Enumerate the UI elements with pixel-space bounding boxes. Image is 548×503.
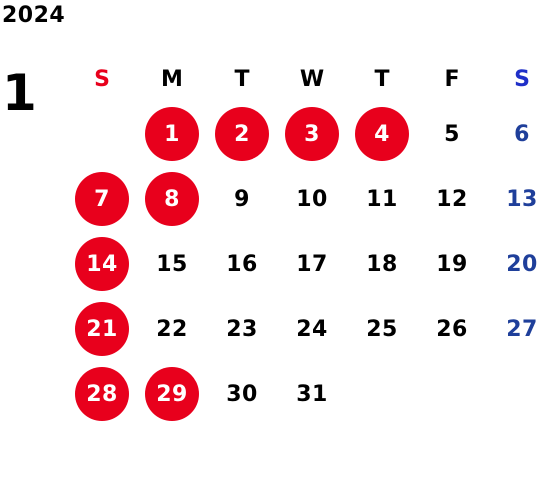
day-cell[interactable]: 27: [487, 297, 548, 361]
date-number: 17: [296, 251, 328, 277]
day-cell[interactable]: 15: [137, 232, 207, 296]
day-cell[interactable]: 12: [417, 167, 487, 231]
holiday-date: 21: [75, 302, 129, 356]
day-cell[interactable]: 31: [277, 362, 347, 426]
day-cell[interactable]: 22: [137, 297, 207, 361]
date-number: 23: [226, 316, 258, 342]
day-cell[interactable]: 28: [67, 362, 137, 426]
holiday-date: 1: [145, 107, 199, 161]
weekday-header: F: [444, 67, 460, 92]
holiday-date: 7: [75, 172, 129, 226]
day-cell[interactable]: 10: [277, 167, 347, 231]
date-number: 26: [436, 316, 468, 342]
holiday-date: 4: [355, 107, 409, 161]
weekday-header: S: [94, 67, 110, 92]
day-cell[interactable]: 24: [277, 297, 347, 361]
weekday-header: S: [514, 67, 530, 92]
date-number: 5: [444, 121, 460, 147]
date-number: 22: [156, 316, 188, 342]
day-cell[interactable]: 30: [207, 362, 277, 426]
date-number: 19: [436, 251, 468, 277]
date-number: 31: [296, 381, 328, 407]
weekday-header: M: [161, 67, 183, 92]
day-cell[interactable]: 4: [347, 102, 417, 166]
holiday-date: 2: [215, 107, 269, 161]
day-cell[interactable]: 13: [487, 167, 548, 231]
year-title: 2024: [2, 3, 66, 28]
date-number: 9: [234, 186, 250, 212]
day-cell[interactable]: 2: [207, 102, 277, 166]
date-number: 20: [506, 251, 538, 277]
date-number: 27: [506, 316, 538, 342]
day-cell[interactable]: 1: [137, 102, 207, 166]
day-cell[interactable]: 17: [277, 232, 347, 296]
date-number: 16: [226, 251, 258, 277]
date-number: 30: [226, 381, 258, 407]
day-cell[interactable]: 25: [347, 297, 417, 361]
date-number: 13: [506, 186, 538, 212]
day-cell[interactable]: 23: [207, 297, 277, 361]
day-cell[interactable]: 20: [487, 232, 548, 296]
day-cell[interactable]: 11: [347, 167, 417, 231]
date-number: 25: [366, 316, 398, 342]
holiday-date: 28: [75, 367, 129, 421]
holiday-date: 29: [145, 367, 199, 421]
date-number: 18: [366, 251, 398, 277]
day-cell[interactable]: 26: [417, 297, 487, 361]
month-number: 1: [2, 64, 37, 122]
day-cell[interactable]: 19: [417, 232, 487, 296]
date-number: 11: [366, 186, 398, 212]
day-cell[interactable]: 9: [207, 167, 277, 231]
weekday-header: W: [299, 67, 325, 92]
holiday-date: 3: [285, 107, 339, 161]
date-number: 24: [296, 316, 328, 342]
day-cell[interactable]: 8: [137, 167, 207, 231]
day-cell[interactable]: 14: [67, 232, 137, 296]
holiday-date: 14: [75, 237, 129, 291]
day-cell[interactable]: 5: [417, 102, 487, 166]
weekday-header: T: [374, 67, 390, 92]
day-cell[interactable]: 18: [347, 232, 417, 296]
day-cell[interactable]: 7: [67, 167, 137, 231]
weekday-header: T: [234, 67, 250, 92]
date-number: 10: [296, 186, 328, 212]
day-cell[interactable]: 21: [67, 297, 137, 361]
day-cell[interactable]: 3: [277, 102, 347, 166]
holiday-date: 8: [145, 172, 199, 226]
date-number: 6: [514, 121, 530, 147]
day-cell[interactable]: 29: [137, 362, 207, 426]
day-cell[interactable]: 16: [207, 232, 277, 296]
date-number: 12: [436, 186, 468, 212]
date-number: 15: [156, 251, 188, 277]
day-cell[interactable]: 6: [487, 102, 548, 166]
